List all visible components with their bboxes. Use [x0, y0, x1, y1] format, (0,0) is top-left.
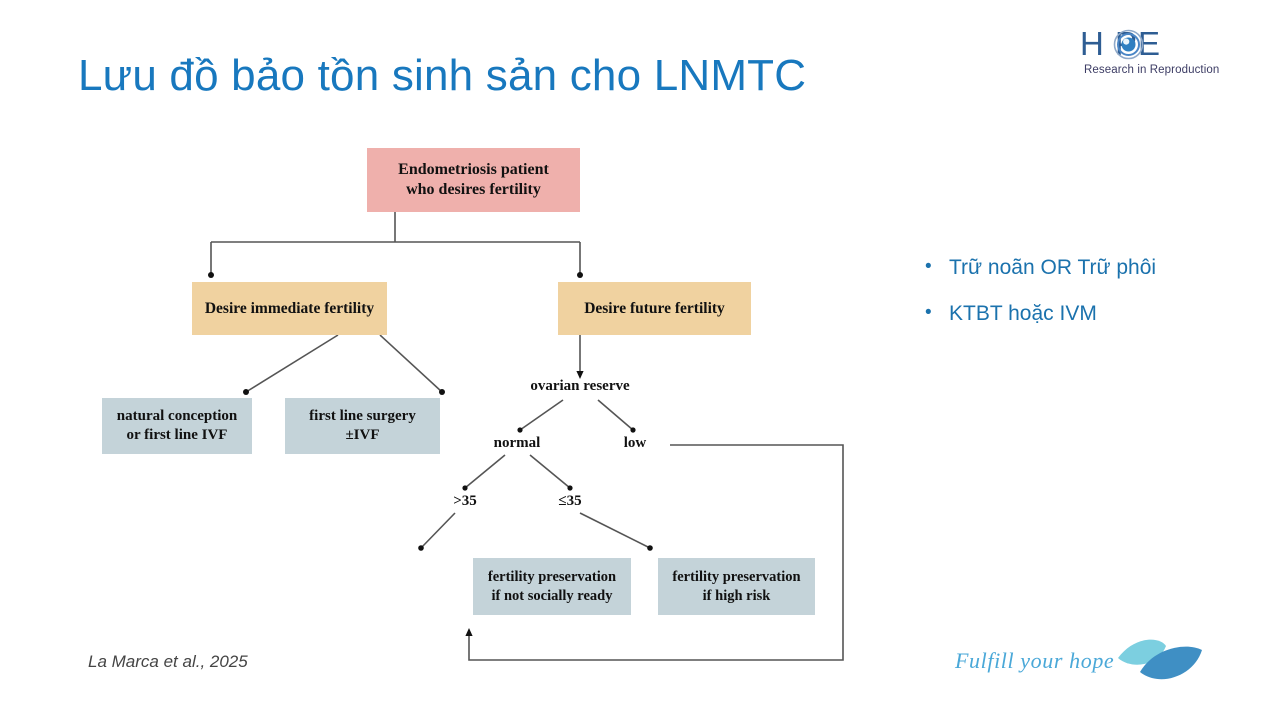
- list-item[interactable]: • KTBT hoặc IVM: [925, 301, 1255, 327]
- hope-logo: H PE Research in Reproduction: [1080, 26, 1219, 84]
- flow-node-fp-not-socially-ready[interactable]: fertility preservation if not socially r…: [473, 558, 631, 615]
- page-title: Lưu đồ bảo tồn sinh sản cho LNMTC: [78, 51, 807, 100]
- eye-circle-icon: [1113, 29, 1144, 60]
- flow-node-line: fertility preservation: [672, 568, 801, 585]
- flow-node-line: if high risk: [702, 587, 771, 604]
- flow-node-line: Desire immediate fertility: [204, 299, 375, 317]
- flow-node-line: first line surgery: [309, 407, 416, 424]
- petal-leaf-mark-icon: [1110, 632, 1206, 692]
- flow-node-line: Endometriosis patient: [398, 160, 549, 178]
- fertility-preservation-flowchart: Endometriosis patient who desires fertil…: [80, 130, 880, 675]
- footer-tagline: Fulfill your hope: [955, 648, 1115, 673]
- flow-node-line: if not socially ready: [491, 587, 613, 604]
- flow-node-root[interactable]: Endometriosis patient who desires fertil…: [367, 148, 580, 212]
- bullet-text: Trữ noãn OR Trữ phôi: [949, 256, 1157, 279]
- bullet-dot-icon: •: [925, 256, 932, 277]
- bullet-dot-icon: •: [925, 302, 932, 324]
- bullet-text: KTBT hoặc IVM: [949, 302, 1097, 326]
- flow-node-natural-conception[interactable]: natural conception or first line IVF: [102, 398, 252, 454]
- flow-label-age-under-35: ≤35: [558, 493, 582, 509]
- flow-node-fp-high-risk[interactable]: fertility preservation if high risk: [658, 558, 815, 615]
- flow-node-desire-immediate-fertility[interactable]: Desire immediate fertility: [192, 282, 387, 335]
- flow-node-line: who desires fertility: [406, 181, 541, 198]
- flow-node-line: natural conception: [116, 407, 238, 424]
- flow-node-line: fertility preservation: [487, 568, 617, 585]
- flow-label-age-over-35: >35: [453, 493, 477, 509]
- flow-node-desire-future-fertility[interactable]: Desire future fertility: [558, 282, 751, 335]
- flow-node-line: Desire future fertility: [584, 299, 725, 317]
- citation-text: La Marca et al., 2025: [88, 652, 248, 671]
- flow-label-ovarian-reserve: ovarian reserve: [530, 378, 630, 394]
- flow-label-low: low: [623, 435, 647, 451]
- list-item[interactable]: • Trữ noãn OR Trữ phôi: [925, 255, 1255, 281]
- flow-node-line: ±IVF: [345, 427, 380, 443]
- flow-label-normal: normal: [493, 435, 541, 451]
- hope-tagline: Research in Reproduction: [1084, 64, 1220, 76]
- flowchart-connectors: [208, 212, 844, 661]
- flow-node-line: or first line IVF: [126, 427, 228, 443]
- bullet-list: • Trữ noãn OR Trữ phôi • KTBT hoặc IVM: [925, 255, 1255, 348]
- flow-node-first-line-surgery[interactable]: first line surgery ±IVF: [285, 398, 440, 454]
- hope-wordmark: H PE: [1080, 26, 1212, 62]
